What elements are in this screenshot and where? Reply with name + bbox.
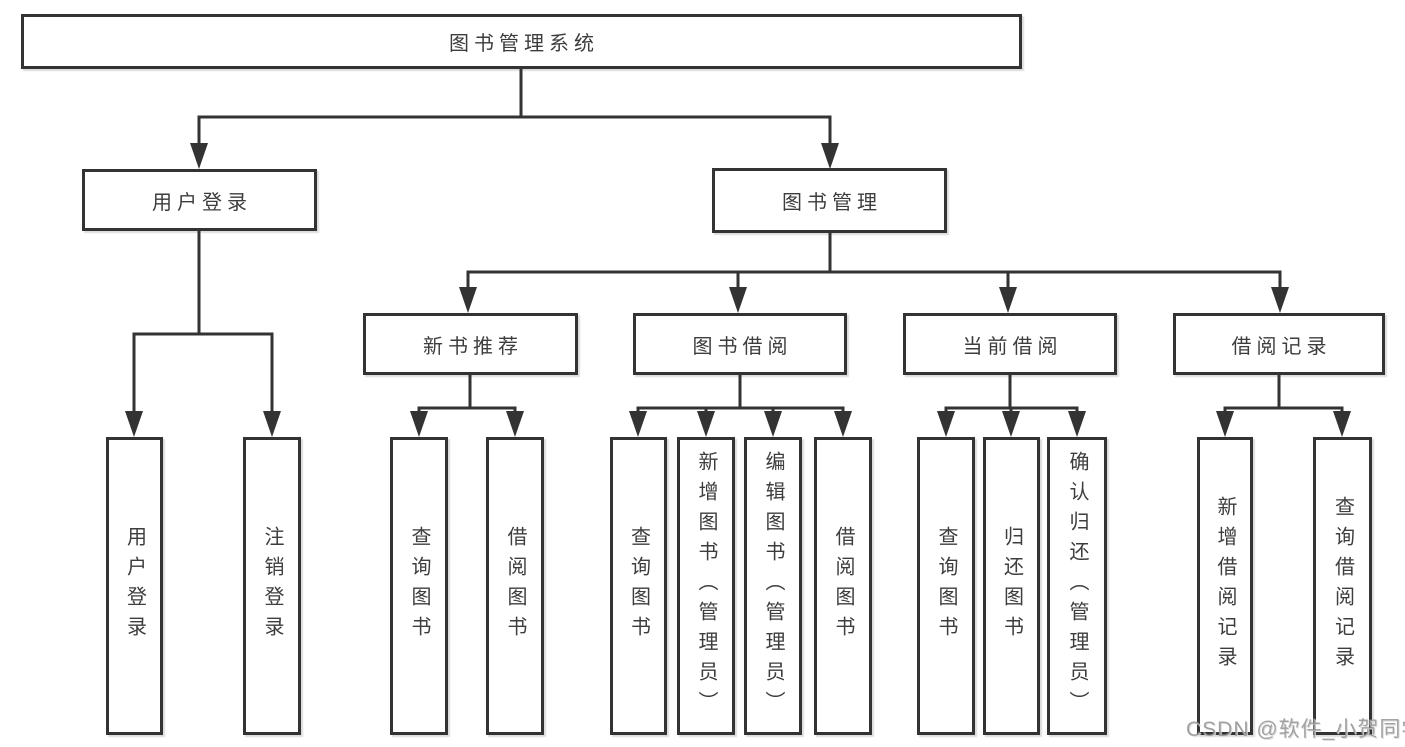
leaf-borrow-books: 借阅图书 — [814, 437, 872, 735]
leaf-query-books-borrow-label: 查询图书 — [627, 526, 650, 646]
arrowheads-level2 — [190, 143, 839, 169]
connector-borrow-record-branch — [1223, 375, 1344, 413]
leaf-user-login: 用户登录 — [106, 437, 163, 735]
connector-root-to-level2 — [197, 69, 832, 146]
leaf-logout: 注销登录 — [243, 437, 301, 735]
node-book-borrow: 图书借阅 — [633, 313, 847, 375]
node-book-borrow-label: 图书借阅 — [692, 335, 793, 358]
leaf-add-book-admin-label: 新增图书（管理员） — [695, 451, 717, 721]
leaf-query-books-borrow: 查询图书 — [610, 437, 667, 735]
leaf-query-books-current: 查询图书 — [917, 437, 975, 735]
node-book-management: 图书管理 — [712, 168, 947, 233]
connector-book-management-branch — [466, 233, 1282, 289]
leaf-confirm-return-admin: 确认归还（管理员） — [1047, 437, 1107, 735]
arrowheads-user-login-branch — [125, 411, 281, 437]
leaf-edit-book-admin-label: 编辑图书（管理员） — [762, 451, 784, 721]
leaf-borrow-books-recommend-label: 借阅图书 — [504, 526, 526, 646]
node-user-login: 用户登录 — [82, 169, 317, 231]
node-borrow-records: 借阅记录 — [1173, 313, 1385, 375]
connector-book-borrow-branch — [636, 375, 845, 413]
arrowheads-level3 — [459, 287, 1289, 313]
leaf-query-books-current-label: 查询图书 — [935, 526, 957, 646]
leaf-query-books-recommend-label: 查询图书 — [408, 526, 430, 646]
node-user-login-label: 用户登录 — [152, 191, 252, 214]
leaf-borrow-books-recommend: 借阅图书 — [486, 437, 544, 735]
node-book-management-label: 图书管理 — [782, 192, 882, 214]
node-new-book-recommend-label: 新书推荐 — [423, 335, 523, 358]
leaf-logout-label: 注销登录 — [261, 526, 283, 646]
leaf-add-borrow-record: 新增借阅记录 — [1197, 437, 1253, 735]
connector-new-book-branch — [417, 375, 517, 413]
connector-current-borrow-branch — [944, 375, 1079, 413]
leaf-return-book: 归还图书 — [983, 437, 1040, 735]
leaf-return-book-label: 归还图书 — [1000, 526, 1023, 646]
leaf-add-borrow-record-label: 新增借阅记录 — [1214, 496, 1236, 676]
leaf-query-borrow-record-label: 查询借阅记录 — [1331, 496, 1354, 676]
node-current-borrow-label: 当前借阅 — [962, 335, 1063, 358]
leaf-query-borrow-record: 查询借阅记录 — [1313, 437, 1372, 735]
leaf-confirm-return-admin-label: 确认归还（管理员） — [1066, 451, 1088, 721]
node-root-system: 图书管理系统 — [21, 14, 1022, 69]
arrowheads-leaves — [410, 411, 1351, 437]
leaf-query-books-recommend: 查询图书 — [390, 437, 448, 735]
csdn-watermark: CSDN @软件_小贺同学 — [1186, 718, 1405, 741]
node-borrow-records-label: 借阅记录 — [1231, 335, 1332, 358]
leaf-add-book-admin: 新增图书（管理员） — [677, 437, 735, 735]
connector-user-login-branch — [132, 231, 274, 413]
leaf-user-login-label: 用户登录 — [123, 526, 146, 646]
node-root-label: 图书管理系统 — [449, 33, 599, 55]
node-new-book-recommend: 新书推荐 — [363, 313, 578, 375]
node-current-borrow: 当前借阅 — [903, 313, 1117, 375]
leaf-borrow-books-label: 借阅图书 — [832, 526, 854, 646]
leaf-edit-book-admin: 编辑图书（管理员） — [744, 437, 802, 735]
